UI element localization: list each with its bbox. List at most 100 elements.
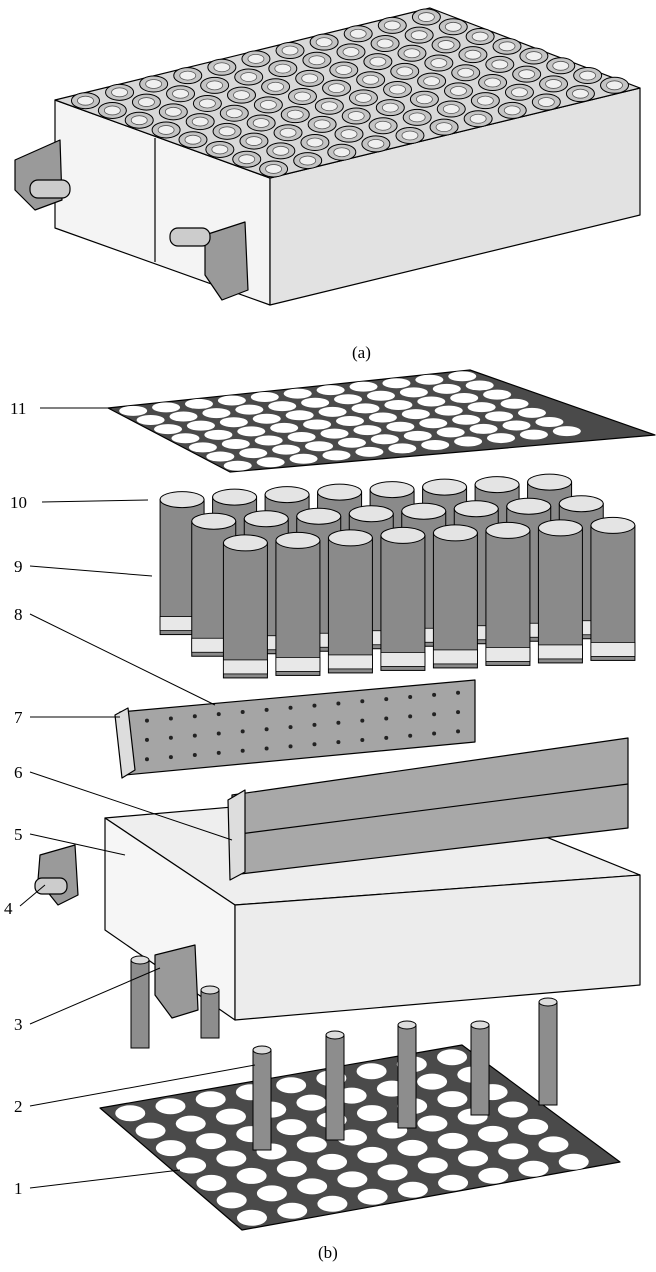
- cell-terminal: [437, 40, 455, 50]
- cell-terminal: [369, 56, 387, 67]
- cell-terminal: [313, 119, 331, 130]
- plate-hole: [276, 1077, 307, 1094]
- plate-hole: [467, 402, 496, 413]
- pin-top: [397, 1020, 417, 1030]
- plate-hole: [154, 424, 183, 435]
- plate-hole: [256, 1185, 287, 1202]
- plate-hole: [558, 1153, 589, 1170]
- plate-dot: [240, 710, 245, 715]
- cell-terminal: [410, 30, 428, 41]
- divider-seam: [231, 783, 629, 836]
- cell-cap: [317, 483, 363, 501]
- top-plate-holes: [119, 371, 581, 471]
- pin-top: [325, 1030, 345, 1040]
- part-label-7: 7: [14, 708, 23, 727]
- plate-dot: [216, 731, 221, 736]
- cell-terminal: [442, 104, 460, 114]
- plate-hole: [397, 1181, 428, 1198]
- plate-hole: [270, 422, 299, 433]
- plate-hole: [239, 448, 268, 459]
- plate-dot: [408, 695, 413, 700]
- plate-hole: [370, 434, 399, 445]
- plate-dot: [336, 720, 341, 725]
- cell-terminal: [233, 90, 250, 101]
- cell-cap: [485, 521, 531, 539]
- cell-terminal: [206, 80, 224, 91]
- plate-hole: [417, 1157, 448, 1174]
- connector-left: [37, 844, 79, 906]
- plate-dot: [192, 714, 197, 719]
- cell-terminal: [335, 65, 353, 75]
- plate-hole: [216, 1150, 247, 1167]
- plate-hole: [297, 1178, 328, 1195]
- pin-top: [200, 985, 220, 995]
- pin-top: [252, 1045, 272, 1055]
- plate-hole: [236, 1209, 267, 1226]
- cell-terminal: [191, 116, 209, 127]
- cell-cap: [159, 491, 205, 509]
- plate-hole: [195, 1091, 226, 1108]
- cell-cap: [243, 510, 289, 528]
- cell-band: [485, 647, 531, 662]
- cell-terminal: [267, 81, 284, 92]
- plate-hole: [184, 398, 213, 409]
- leader-8: [29, 613, 216, 706]
- cell-terminal: [376, 38, 394, 49]
- plate-hole: [450, 393, 479, 404]
- cell-terminal: [342, 46, 360, 57]
- plate-hole: [268, 401, 297, 412]
- cell-terminal: [525, 51, 543, 61]
- plate-hole: [437, 1091, 468, 1108]
- cell-cap: [506, 497, 552, 515]
- cell-terminal: [511, 87, 528, 98]
- part-label-2: 2: [14, 1097, 23, 1116]
- cell-cap: [212, 488, 258, 506]
- cell-terminal: [476, 95, 494, 106]
- plate-hole: [115, 1105, 146, 1122]
- support-pins-front: [130, 955, 558, 1151]
- plate-dot: [456, 690, 461, 695]
- plate-hole: [535, 417, 564, 428]
- plate-dot: [384, 735, 389, 740]
- plate-hole: [272, 444, 301, 455]
- part-label-9: 9: [14, 557, 23, 576]
- plate-hole: [204, 429, 233, 440]
- plate-hole: [355, 446, 384, 457]
- plate-hole: [317, 1153, 348, 1170]
- leader-9: [29, 565, 153, 577]
- plate-hole: [448, 371, 477, 382]
- plate-hole: [254, 435, 283, 446]
- cell-terminal: [315, 37, 333, 48]
- plate-hole: [434, 405, 463, 416]
- plate-hole: [437, 1049, 468, 1066]
- plate-hole: [322, 450, 351, 461]
- plate-hole: [388, 443, 417, 454]
- cell-terminal: [77, 95, 94, 106]
- cell-terminal: [469, 113, 487, 124]
- cell-terminal: [457, 67, 475, 78]
- cell-terminal: [464, 49, 482, 60]
- plate-dot: [216, 750, 221, 755]
- plate-hole: [419, 418, 448, 429]
- plate-dot: [336, 701, 341, 706]
- part-label-11: 11: [10, 399, 26, 418]
- part-label-10: 10: [10, 493, 27, 512]
- cell-terminal: [245, 136, 263, 146]
- module-left-terminal: [29, 179, 71, 199]
- cell-terminal: [145, 79, 163, 89]
- cell-terminal: [349, 28, 367, 39]
- plate-hole: [399, 387, 428, 398]
- plate-hole: [417, 396, 446, 407]
- cell-terminal: [259, 99, 277, 110]
- plate-hole: [318, 406, 347, 417]
- plate-dot: [192, 733, 197, 738]
- cell-terminal: [138, 97, 155, 107]
- cell-cap: [327, 529, 373, 547]
- plate-hole: [217, 395, 246, 406]
- cell-band: [380, 652, 426, 667]
- plate-dot: [336, 740, 341, 745]
- plate-hole: [397, 1139, 428, 1156]
- plate-hole: [452, 414, 481, 425]
- cell-terminal: [328, 83, 345, 94]
- cell-terminal: [417, 12, 435, 22]
